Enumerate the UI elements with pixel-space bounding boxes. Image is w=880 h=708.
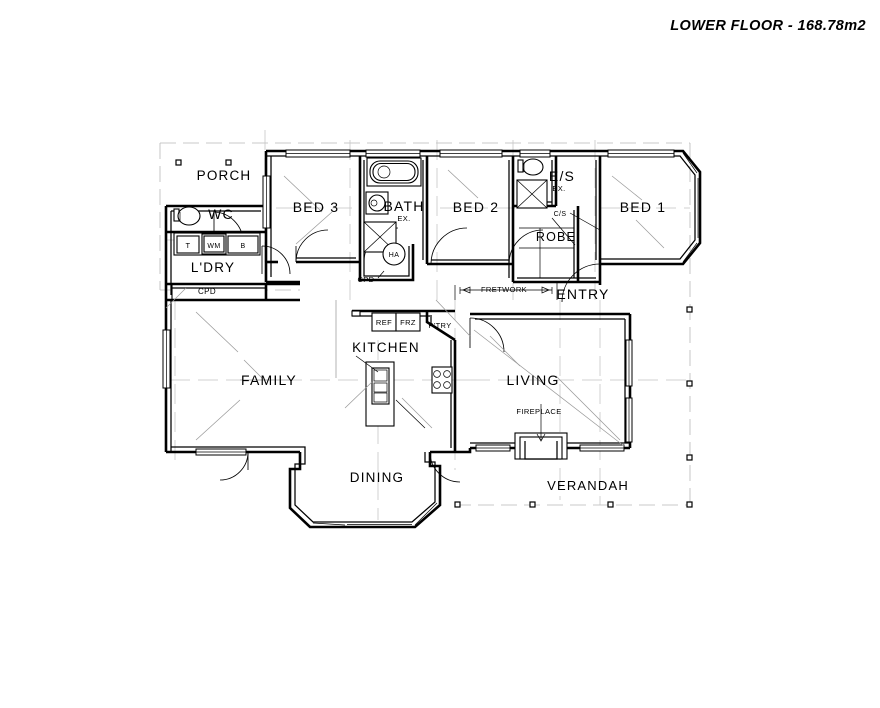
room-label-dining: DINING — [350, 470, 404, 485]
room-label-ldry: L'DRY — [191, 260, 235, 275]
room-label-es-ex: EX. — [552, 184, 565, 193]
room-label-bed1: BED 1 — [620, 199, 666, 215]
room-label-cpd-ldry: CPD — [198, 287, 216, 296]
room-label-ptry: P'TRY — [428, 321, 451, 330]
shower-fixture — [516, 179, 548, 209]
room-label-porch: PORCH — [197, 168, 252, 183]
vanity-basin — [365, 191, 389, 215]
room-labels: PORCH WC L'DRY CPD BED 3 BATH EX. CPD HA… — [191, 168, 666, 493]
room-label-entry: ENTRY — [556, 286, 609, 302]
bathtub-fixture — [366, 157, 422, 187]
cooktop-fixture — [431, 366, 453, 394]
trough-label: T — [186, 241, 191, 250]
laundry-wc-fixtures: T WM B — [166, 206, 300, 302]
room-label-living: LIVING — [506, 372, 559, 388]
room-label-cpd-bath: CPD — [357, 275, 374, 284]
room-label-robe: ROBE — [536, 230, 576, 244]
room-label-bath-ex: EX. — [397, 214, 410, 223]
sink-fixture — [371, 367, 390, 405]
room-label-fretwork: FRETWORK — [481, 285, 527, 294]
kitchen-fixtures — [351, 309, 457, 452]
room-label-verandah: VERANDAH — [547, 478, 629, 493]
room-label-bath: BATH — [383, 198, 424, 214]
room-label-family: FAMILY — [241, 372, 297, 388]
ceiling-diagonal-lines — [165, 169, 665, 447]
room-label-es: E/S — [549, 168, 575, 184]
room-label-bed2: BED 2 — [453, 199, 499, 215]
room-label-ha: HA — [389, 252, 400, 259]
basin-label: B — [240, 243, 245, 250]
window-symbols-top — [162, 149, 699, 526]
toilet-fixture — [517, 158, 544, 176]
fireplace-fixture — [514, 404, 568, 460]
bathroom-fixtures — [363, 157, 422, 279]
freezer — [395, 312, 421, 332]
room-label-frz: FRZ — [400, 318, 416, 327]
hot-water-unit — [382, 242, 406, 266]
room-label-kitchen: KITCHEN — [352, 340, 420, 355]
washer-label: WM — [207, 243, 220, 250]
toilet-fixture — [173, 206, 201, 226]
room-label-wc: WC — [208, 206, 234, 222]
setout-grid-lines — [159, 130, 693, 520]
fretwork-dimension — [454, 283, 558, 300]
page-title: LOWER FLOOR - 168.78m2 — [670, 18, 866, 34]
room-label-cs: C/S — [554, 211, 567, 218]
room-label-bed3: BED 3 — [293, 199, 339, 215]
room-label-ref: REF — [376, 318, 392, 327]
ensuite-fixtures — [516, 158, 601, 246]
room-label-fireplace: FIREPLACE — [516, 407, 561, 416]
door-swings — [213, 211, 601, 483]
